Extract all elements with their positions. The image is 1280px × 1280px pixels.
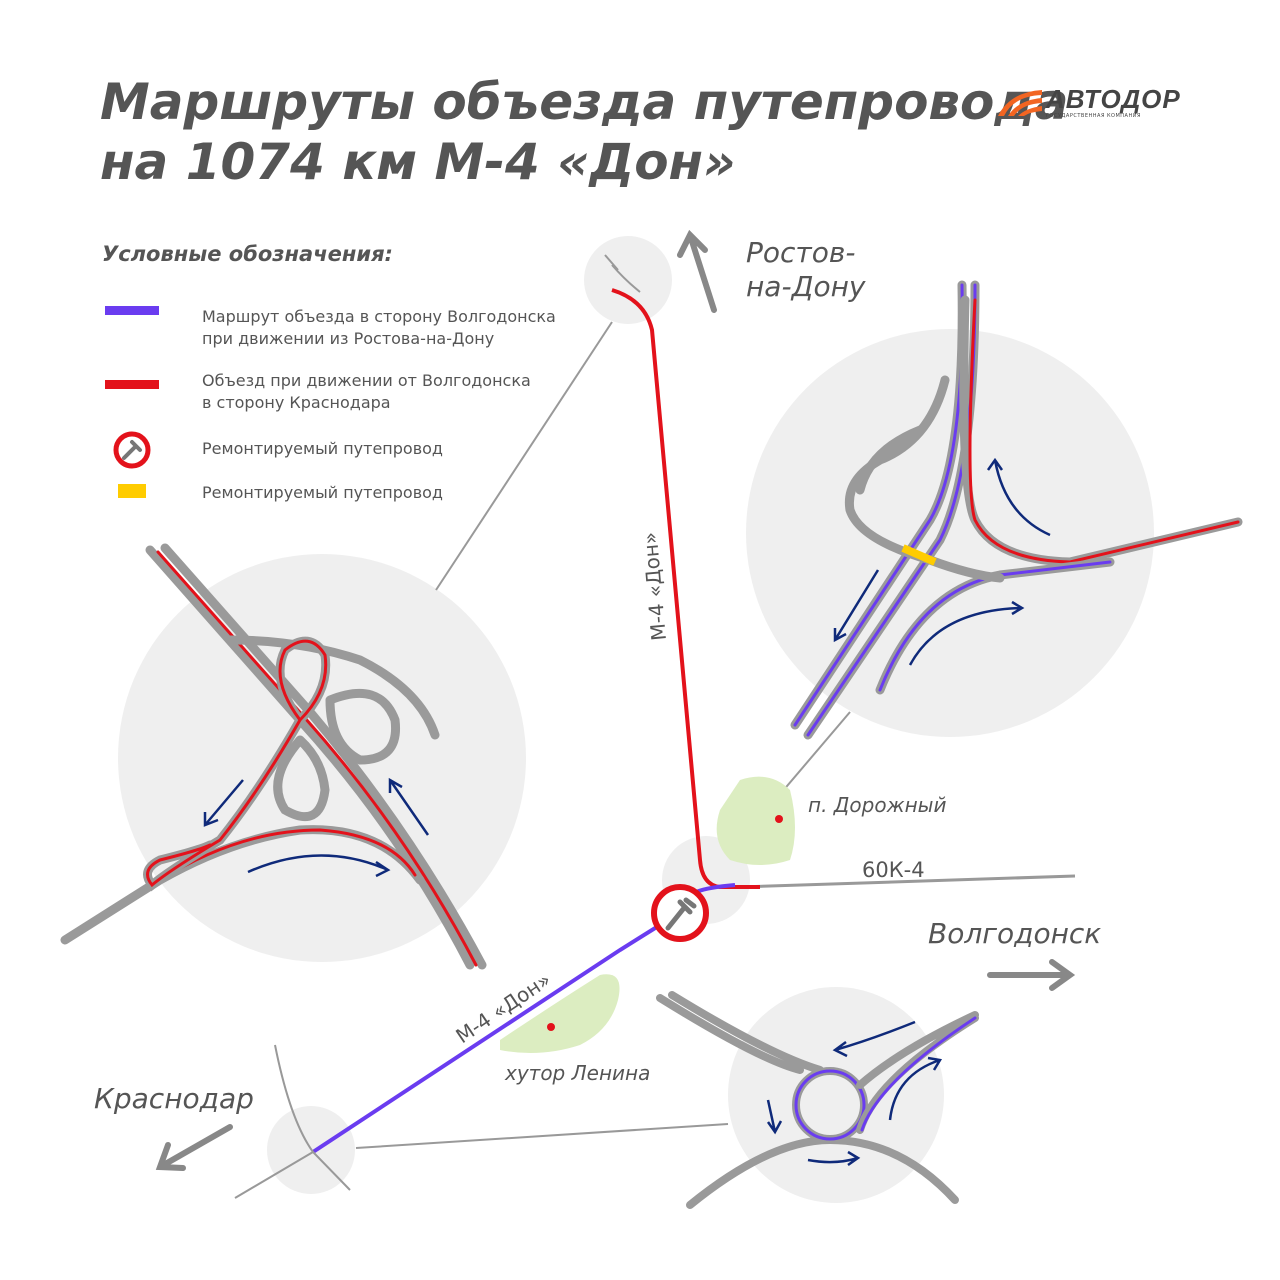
- label-dorozhny: п. Дорожный: [808, 793, 946, 817]
- arrow-east-icon: [987, 959, 1076, 991]
- label-volgodonsk: Волгодонск: [928, 917, 1101, 950]
- inset-circle-west: [118, 554, 526, 962]
- avtodor-logo: АВТОДОР ГОСУДАРСТВЕННАЯ КОМПАНИЯ: [996, 86, 1181, 119]
- legend-title: Условные обозначения:: [102, 242, 393, 266]
- yellow-bar-icon: [118, 484, 146, 498]
- label-rostov-2: на-Дону: [746, 270, 866, 303]
- flow-arrows: [203, 457, 1051, 1167]
- label-m4-north: М-4 «Дон»: [638, 531, 671, 642]
- settlement-lenina: [500, 974, 620, 1054]
- inset-circle-north: [584, 236, 672, 324]
- arrow-north-icon: [677, 229, 717, 313]
- repair-marker-icon: [651, 884, 709, 942]
- settlement-dot: [775, 815, 783, 823]
- label-60k4: 60К-4: [862, 858, 925, 882]
- purple-line-icon: [105, 306, 159, 315]
- legend-item-yellow: Ремонтируемый путепровод: [102, 483, 443, 502]
- inset-circle-southeast: [728, 987, 944, 1203]
- label-krasnodar: Краснодар: [94, 1082, 254, 1115]
- legend-item-repair: Ремонтируемый путепровод: [102, 430, 443, 470]
- route-red-m4: [611, 288, 760, 889]
- repair-wrench-icon: [113, 431, 151, 469]
- logo-word: АВТОДОР: [1046, 84, 1181, 114]
- label-rostov-1: Ростов-: [746, 236, 855, 269]
- settlement-dot: [547, 1023, 555, 1031]
- road-60k4: [739, 874, 1076, 889]
- inset-circle-east: [746, 329, 1154, 737]
- arrow-southwest-icon: [155, 1124, 233, 1171]
- settlement-dorozhny: [716, 776, 795, 865]
- label-lenina: хутор Ленина: [504, 1061, 650, 1085]
- repair-overpass-yellow: [901, 544, 937, 566]
- red-line-icon: [105, 380, 159, 389]
- logo-stripes-icon: [998, 90, 1042, 116]
- logo-subtitle: ГОСУДАРСТВЕННАЯ КОМПАНИЯ: [1046, 113, 1141, 119]
